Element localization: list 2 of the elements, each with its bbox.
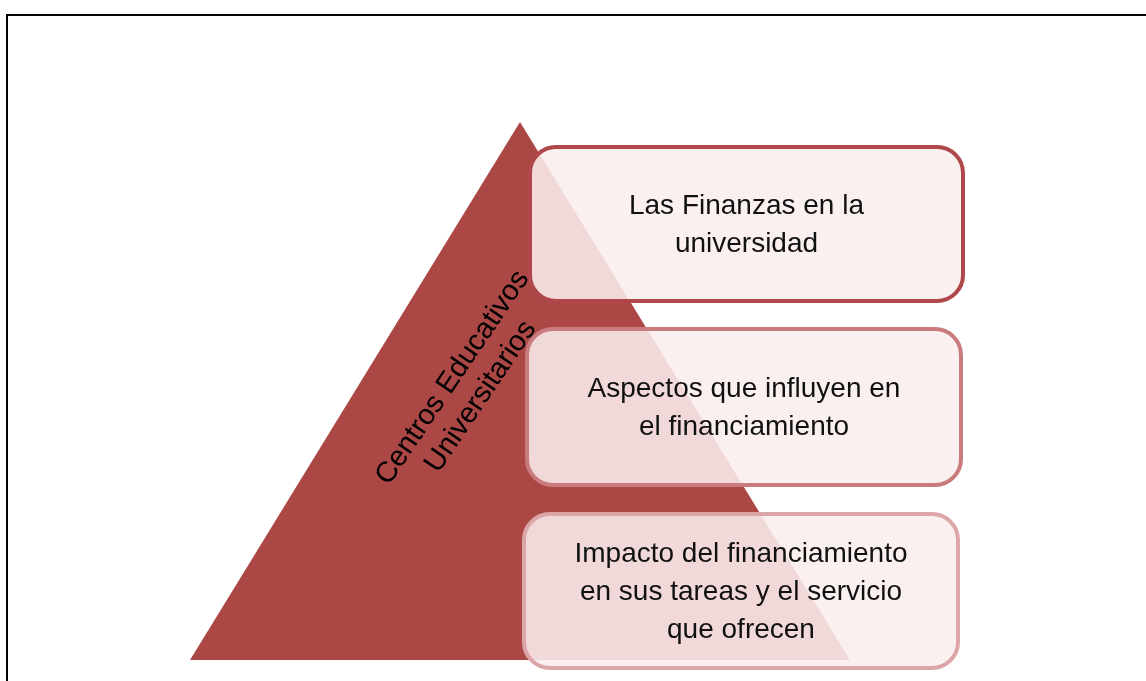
level-box: Las Finanzas en la universidad (528, 145, 965, 303)
level-box: Impacto del financiamiento en sus tareas y el servicio que ofrecen (522, 512, 960, 670)
